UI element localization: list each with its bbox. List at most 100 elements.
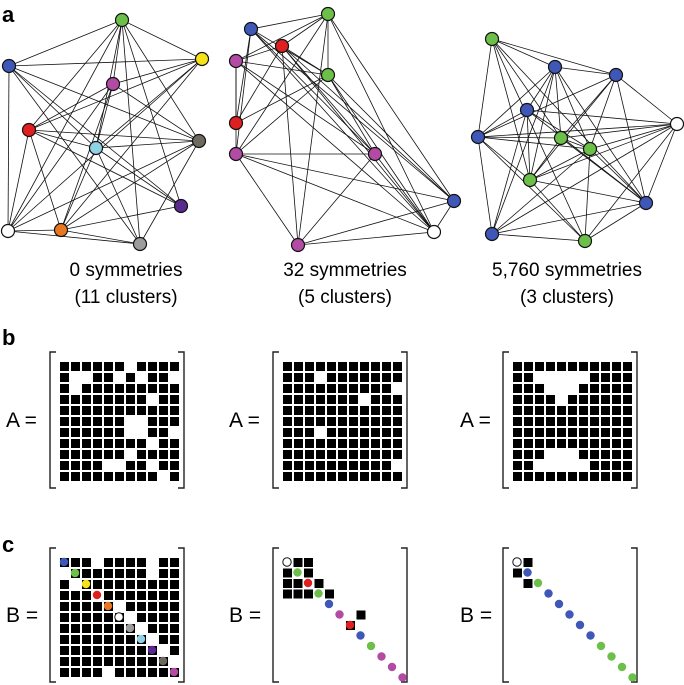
matrix-entry (590, 395, 599, 404)
cluster-dot (114, 612, 124, 622)
matrix-entry (60, 591, 69, 600)
matrix-entry (126, 635, 135, 644)
matrix-entry (137, 461, 146, 470)
matrix-entry (126, 395, 135, 404)
matrix-entry (546, 362, 555, 371)
matrix-entry (590, 450, 599, 459)
matrix-entry (104, 417, 113, 426)
matrix-entry (601, 384, 610, 393)
network-edge (281, 45, 455, 202)
matrix-entry (590, 384, 599, 393)
matrix-entry (82, 472, 91, 481)
matrix-entry (148, 602, 157, 611)
matrix-entry (513, 395, 522, 404)
matrix-entry (82, 657, 91, 666)
matrix-entry (137, 384, 146, 393)
matrix-entry (82, 395, 91, 404)
matrix-entry (126, 602, 135, 611)
matrix-entry (601, 428, 610, 437)
matrix-b-3 (502, 547, 638, 683)
cluster-dot (544, 589, 553, 598)
network-node (290, 237, 306, 253)
matrix-entry (349, 428, 358, 437)
matrix-entry (557, 472, 566, 481)
network-1 (0, 12, 210, 252)
matrix-entry (93, 395, 102, 404)
matrix-entry (82, 450, 91, 459)
matrix-entry (159, 362, 168, 371)
matrix-entry (283, 439, 292, 448)
matrix-entry (601, 439, 610, 448)
matrix-entry (612, 461, 621, 470)
matrix-entry (170, 569, 179, 578)
matrix-entry (137, 439, 146, 448)
matrix-entry (338, 417, 347, 426)
matrix-entry (115, 450, 124, 459)
matrix-entry (115, 428, 124, 437)
matrix-a-label-1: A = (6, 409, 37, 432)
network-node (105, 76, 121, 92)
matrix-b-label-2: B = (229, 604, 261, 627)
network-edge (250, 28, 376, 155)
matrix-entry (170, 406, 179, 415)
network-edge (327, 74, 376, 155)
network-edge (554, 66, 647, 204)
matrix-entry (159, 461, 168, 470)
matrix-entry (612, 439, 621, 448)
network-node (132, 236, 148, 252)
network-edge (28, 129, 97, 149)
network-node (194, 51, 210, 67)
network-edge (8, 65, 182, 207)
network-edge (491, 202, 647, 235)
matrix-entry (104, 362, 113, 371)
network-edge (8, 65, 97, 149)
matrix-entry (93, 668, 102, 677)
network-edge (477, 38, 493, 138)
matrix-entry (393, 395, 402, 404)
matrix-entry (159, 417, 168, 426)
matrix-entry (294, 417, 303, 426)
network-2-symmetries: 32 symmetries (283, 260, 407, 281)
cluster-dot (103, 601, 113, 611)
matrix-entry (349, 384, 358, 393)
network-node (367, 146, 383, 162)
network-node (522, 172, 538, 188)
network-edge (281, 45, 435, 233)
matrix-entry (137, 395, 146, 404)
matrix-entry (294, 461, 303, 470)
network-edge (7, 140, 200, 232)
matrix-entry (115, 668, 124, 677)
matrix-entry (590, 373, 599, 382)
matrix-entry (115, 657, 124, 666)
network-edge (589, 148, 647, 204)
matrix-entry (557, 439, 566, 448)
matrix-entry (283, 428, 292, 437)
network-node (519, 102, 535, 118)
matrix-entry (612, 472, 621, 481)
network-edge (477, 123, 678, 138)
matrix-entry (60, 395, 69, 404)
matrix-entry (104, 406, 113, 415)
matrix-entry (568, 417, 577, 426)
network-edge (8, 65, 200, 142)
matrix-entry (590, 461, 599, 470)
matrix-entry (93, 613, 102, 622)
network-edge (235, 45, 283, 124)
matrix-entry (349, 406, 358, 415)
matrix-entry (93, 624, 102, 633)
matrix-entry (304, 558, 313, 567)
cluster-dot (59, 557, 69, 567)
matrix-entry (115, 395, 124, 404)
network-edge (477, 74, 617, 138)
matrix-entry (305, 461, 314, 470)
matrix-entry (316, 417, 325, 426)
matrix-entry (60, 646, 69, 655)
network-3-symmetries: 5,760 symmetries (492, 260, 642, 281)
matrix-entry (60, 472, 69, 481)
matrix-entry (338, 395, 347, 404)
matrix-entry (93, 569, 102, 578)
matrix-entry (327, 417, 336, 426)
matrix-entry (601, 417, 610, 426)
matrix-entry (327, 461, 336, 470)
matrix-entry (327, 384, 336, 393)
